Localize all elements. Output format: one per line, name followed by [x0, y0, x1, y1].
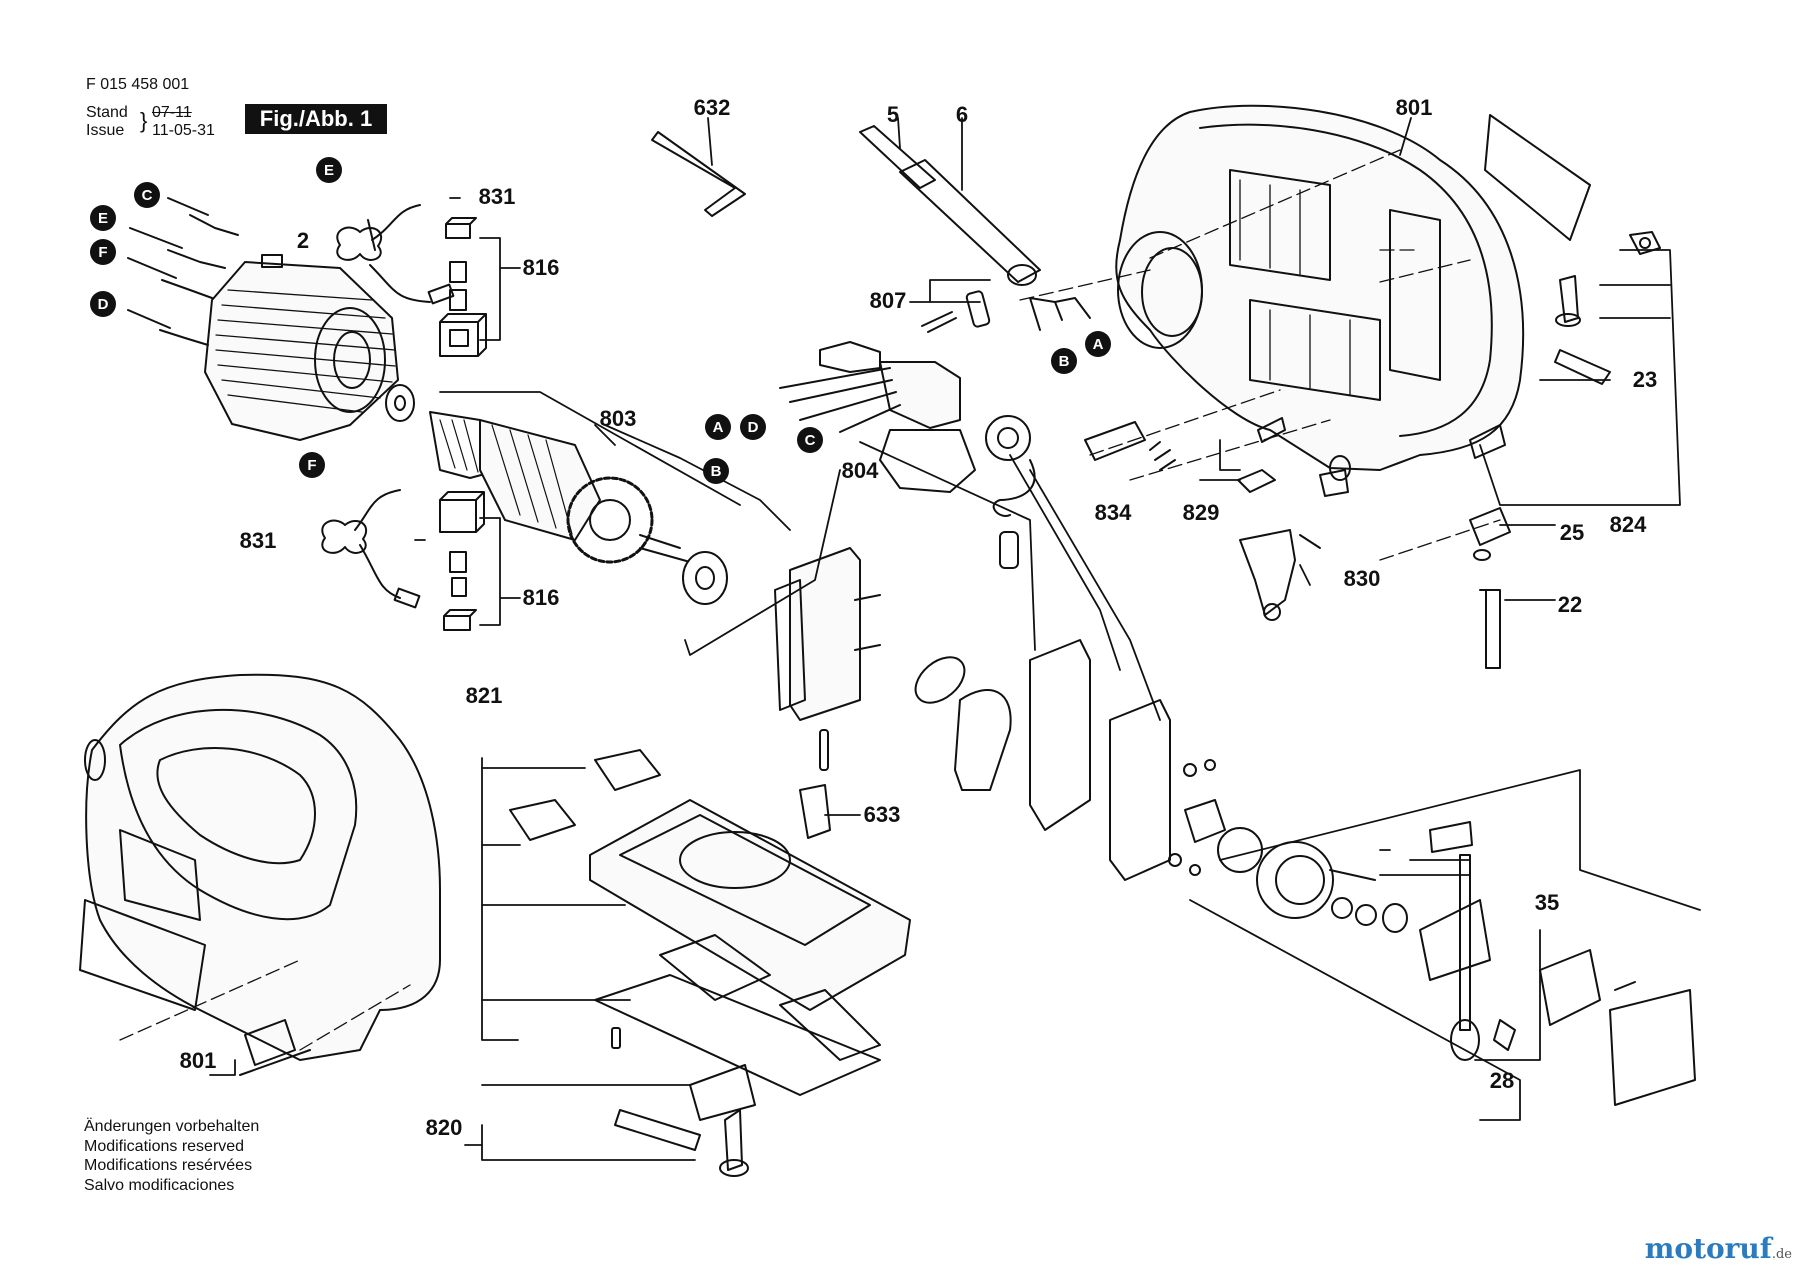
brand-domain: .de	[1771, 1247, 1792, 1262]
part-label-829: 829	[1183, 500, 1220, 525]
stand-label: Stand	[86, 104, 128, 121]
part-label-816: 816	[523, 585, 560, 610]
connector-label: C	[142, 187, 153, 204]
part-label-633: 633	[864, 802, 901, 827]
part-label-801: 801	[180, 1048, 217, 1073]
part-label-35: 35	[1535, 890, 1559, 915]
part-label-803: 803	[600, 406, 637, 431]
part-label-5: 5	[887, 102, 899, 127]
connector-marker	[316, 157, 342, 183]
note-line: Modifications resérvées	[84, 1157, 253, 1174]
armature-drawing	[385, 384, 728, 605]
handle-housing-drawing	[79, 673, 441, 1076]
part-label-821: 821	[466, 683, 503, 708]
part-label-831: 831	[240, 528, 277, 553]
plunger-rod-drawing	[859, 125, 1091, 333]
connector-label: C	[805, 432, 816, 449]
part-label-816: 816	[523, 255, 560, 280]
part-label-807: 807	[870, 288, 907, 313]
connector-label: D	[748, 419, 759, 436]
part-label-830: 830	[1344, 566, 1381, 591]
connector-marker	[90, 291, 116, 317]
connector-label: B	[1059, 353, 1070, 370]
connector-label: D	[98, 296, 109, 313]
connector-marker	[705, 414, 731, 440]
note-line: Änderungen vorbehalten	[84, 1118, 260, 1135]
connector-label: E	[324, 162, 334, 179]
suppressor-bottom-drawing	[321, 489, 421, 609]
part-label-28: 28	[1490, 1068, 1514, 1093]
suppressor-top-drawing	[336, 204, 455, 305]
alignment-lines	[119, 149, 1501, 1051]
stand-value: 07-11	[152, 104, 192, 121]
part-label-801: 801	[1396, 95, 1433, 120]
issue-value: 11-05-31	[152, 122, 215, 139]
connector-label: E	[98, 210, 108, 227]
leader-lines	[209, 117, 1701, 1161]
note-line: Modifications reserved	[84, 1137, 245, 1155]
brace-icon: }	[140, 108, 148, 133]
part-label-834: 834	[1095, 500, 1132, 525]
connector-marker	[703, 458, 729, 484]
part-label-6: 6	[956, 102, 968, 127]
brush-set-bottom-drawing	[439, 491, 485, 631]
connector-label: F	[307, 457, 316, 474]
switch-assembly-drawing	[779, 341, 1036, 569]
issue-label: Issue	[86, 122, 125, 139]
part-label-824: 824	[1610, 512, 1647, 537]
connector-label: B	[711, 463, 722, 480]
housing-half-drawing	[1115, 104, 1591, 471]
motor-field-drawing	[204, 254, 399, 441]
part-label-23: 23	[1633, 367, 1657, 392]
gear-train-drawing	[774, 547, 1408, 933]
base-plate-drawing	[509, 749, 911, 1177]
connector-marker	[90, 239, 116, 265]
document-number: F 015 458 001	[86, 76, 190, 93]
part-label-25: 25	[1560, 520, 1584, 545]
part-label-804: 804	[842, 458, 879, 483]
part-label-632: 632	[694, 95, 731, 120]
connector-marker	[90, 205, 116, 231]
connector-label: A	[713, 419, 724, 436]
connector-label: A	[1093, 336, 1104, 353]
connector-marker	[299, 452, 325, 478]
note-line: Salvo modificaciones	[84, 1176, 235, 1194]
part-label-820: 820	[426, 1115, 463, 1140]
part-label-2: 2	[297, 228, 309, 253]
wire-terminals-drawing	[127, 197, 239, 346]
part-label-22: 22	[1558, 592, 1582, 617]
modification-notes: Änderungen vorbehalten Modifications res…	[84, 1117, 259, 1195]
figure-badge: Fig./Abb. 1	[245, 104, 387, 134]
connector-marker	[1051, 348, 1077, 374]
brush-set-top-drawing	[439, 217, 487, 357]
connector-label: F	[98, 244, 107, 261]
part-number-labels: 632 5 6 801 831 816 2 807 803 804 23 834…	[180, 95, 1658, 1140]
connector-marker	[797, 427, 823, 453]
connector-marker	[740, 414, 766, 440]
connector-marker	[1085, 331, 1111, 357]
plunger-assembly-drawing	[1419, 821, 1696, 1106]
small-parts-drawing	[1084, 231, 1661, 669]
hex-key-drawing	[651, 131, 746, 217]
brand-logo: motoruf.de	[1645, 1232, 1792, 1265]
connector-markers: C E F D E B A A D C B F	[90, 157, 1111, 484]
connector-marker	[134, 182, 160, 208]
brand-name: motoruf	[1644, 1232, 1772, 1265]
part-label-831: 831	[479, 184, 516, 209]
